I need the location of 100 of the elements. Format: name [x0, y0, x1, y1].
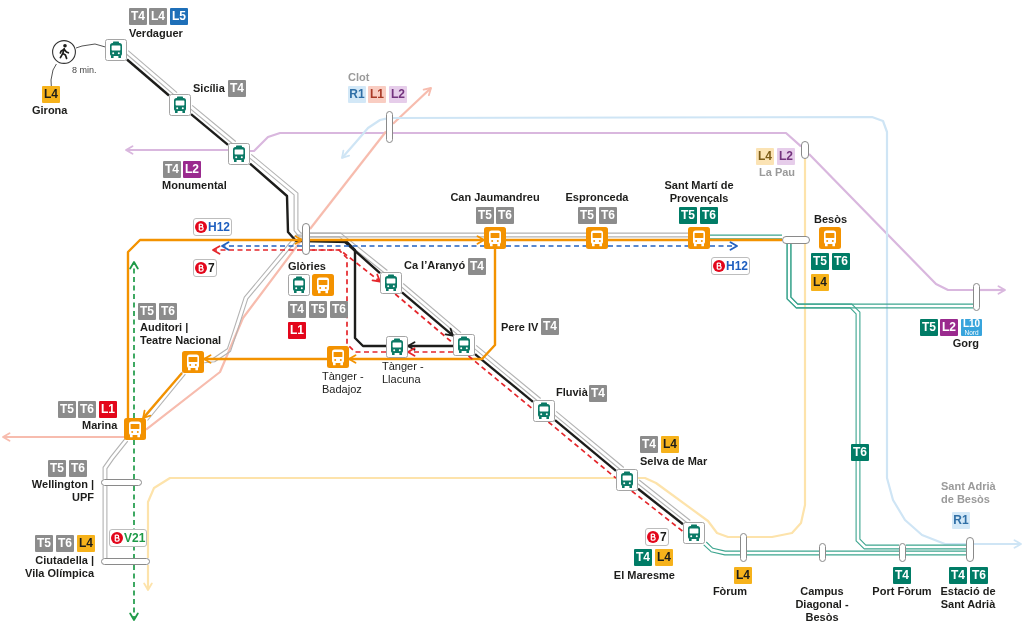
line-badge: T6 [700, 207, 718, 224]
tram-line [905, 550, 967, 556]
station-name: Ciutadella | Vila Olímpica [24, 554, 94, 580]
bus-icon [616, 469, 638, 491]
station-marker [740, 533, 747, 562]
tram-line [309, 232, 485, 238]
bus-route-line [607, 245, 689, 247]
line-badge: T4 [949, 567, 967, 584]
route-number: H12 [726, 258, 748, 274]
route-line [407, 341, 453, 351]
tram-line [248, 153, 303, 238]
metro-line [125, 145, 228, 155]
bus-icon [182, 351, 204, 373]
metro-line [250, 131, 386, 153]
line-badge: T5 [679, 207, 697, 224]
tram-line [400, 282, 462, 336]
line-badge: T6 [599, 207, 617, 224]
tram-line [786, 243, 900, 550]
line-badge: T5 [578, 207, 596, 224]
tram-line [102, 485, 108, 559]
line-badge: T5 [476, 207, 494, 224]
station-name: Estació de Sant Adrià [940, 585, 996, 611]
station-marker [101, 558, 150, 565]
metro-line [392, 87, 432, 125]
line-badge: T6 [970, 567, 988, 584]
tram-line [203, 234, 303, 364]
metro-line [143, 565, 153, 591]
line-badge: T5 [35, 535, 53, 552]
route-number: H12 [208, 219, 230, 235]
route-line [554, 419, 617, 472]
line-badge: L1 [288, 322, 306, 339]
tram-line [607, 232, 689, 238]
bus-route-line [212, 245, 303, 255]
route-line [310, 235, 485, 245]
station-name: Can Jaumandreu [449, 191, 541, 204]
bus-icon [386, 336, 408, 358]
route-line [126, 58, 170, 97]
station-name: Monumental [162, 179, 227, 192]
line-badge: T4 [541, 318, 559, 335]
bus-icon [169, 94, 191, 116]
metro-line [393, 115, 966, 546]
station-name: Fluvià [556, 386, 588, 399]
line-badge: L4 [661, 436, 679, 453]
station-marker [966, 537, 974, 562]
line-badge: T5 [309, 301, 327, 318]
line-badge: L4 [811, 274, 829, 291]
walking-time: 8 min. [72, 64, 97, 77]
station-marker [386, 111, 393, 143]
bus-route-line [505, 245, 587, 247]
route-line [249, 162, 302, 243]
station-name: Girona [32, 104, 68, 117]
line-badge: T6 [496, 207, 514, 224]
line-badge: T4 [893, 567, 911, 584]
line-badge: L4 [149, 8, 167, 25]
route-line [474, 353, 534, 403]
station-name: Fòrum [711, 585, 749, 598]
walking-path [75, 43, 106, 49]
station-marker [801, 141, 809, 159]
route-line [401, 291, 454, 337]
bus-icon [484, 227, 506, 249]
bus-route-line [133, 439, 135, 480]
metro-line [747, 244, 807, 539]
bus-route-line [133, 485, 135, 559]
metro-line [974, 539, 1022, 549]
bus-icon [380, 272, 402, 294]
station-name: Clot [348, 71, 370, 84]
line-badge: T4 [640, 436, 658, 453]
tram-line [102, 438, 129, 480]
station-name: Besòs [814, 213, 848, 226]
station-name: La Pau [759, 166, 796, 179]
metro-line [808, 153, 973, 292]
station-name: Marina [82, 419, 118, 432]
line-badge: L2 [777, 148, 795, 165]
route-line [637, 487, 684, 526]
metro-line [803, 159, 807, 236]
station-name: Verdaguer [129, 27, 183, 40]
route-line [126, 235, 303, 418]
station-name: Pere IV [501, 321, 539, 334]
station-name: Tànger - Llacuna [382, 360, 425, 386]
line-badge: T4 [589, 385, 607, 402]
bus-route-line [309, 245, 485, 247]
line-badge: T5 [920, 319, 938, 336]
tram-line [746, 550, 820, 556]
tram-line [905, 544, 967, 550]
line-badge: T4 [288, 301, 306, 318]
line-badge: T6 [56, 535, 74, 552]
bus-icon [586, 227, 608, 249]
line-badge: T4 [228, 80, 246, 97]
line-badge: T6 [832, 253, 850, 270]
line-badge: T6 [69, 460, 87, 477]
line-badge: T6 [851, 444, 869, 461]
metro-line [980, 285, 1006, 295]
bus-icon [327, 346, 349, 368]
metro-line [638, 476, 740, 539]
line-badge: T4 [634, 549, 652, 566]
bus-route-line [407, 347, 454, 357]
bus-route-line [547, 421, 617, 480]
metro-line [309, 130, 387, 230]
line-badge: T4 [163, 161, 181, 178]
station-name: Espronceda [564, 191, 630, 204]
